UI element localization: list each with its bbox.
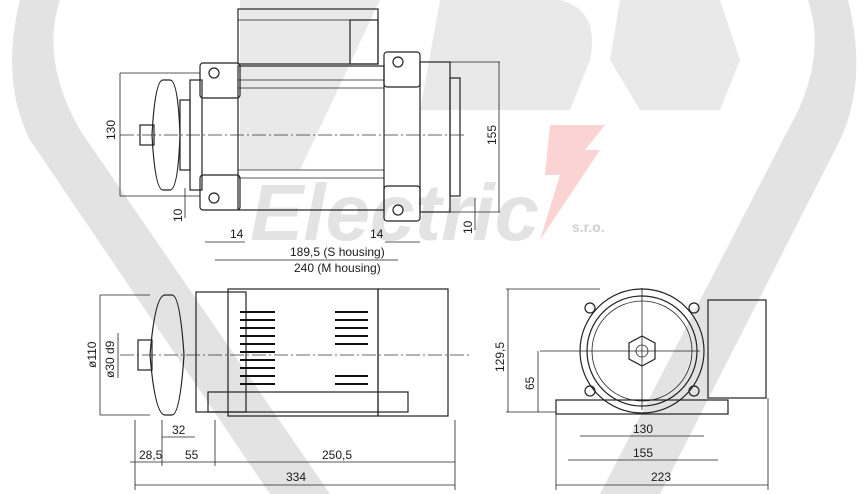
dim-segment-55: 55 — [185, 448, 199, 462]
dim-overall-length-334: 334 — [286, 470, 306, 484]
dim-segment-250-5: 250,5 — [322, 448, 352, 462]
dim-overall-width-223: 223 — [651, 470, 671, 484]
dim-foot-left-10: 10 — [171, 208, 185, 222]
end-view: 129,5 65 130 155 223 — [493, 288, 769, 490]
watermark-suffix: s.r.o. — [572, 219, 605, 235]
dim-hole-spacing-130: 130 — [633, 422, 653, 436]
dim-span-m-housing: 240 (M housing) — [294, 261, 381, 275]
dim-shaft-height-65: 65 — [523, 376, 537, 390]
dim-shaft-diameter: ø30 d9 — [103, 340, 117, 378]
side-view: ø110 ø30 d9 32 28,5 55 250,5 334 — [85, 288, 470, 490]
watermark-logo: Electric s.r.o. — [12, 0, 857, 494]
dim-height-155: 155 — [485, 125, 499, 145]
watermark-electric: Electric — [250, 168, 539, 257]
dim-pulley-diameter: ø110 — [85, 341, 99, 368]
dim-foot-spacing-155: 155 — [633, 446, 653, 460]
dim-foot-right-10: 10 — [461, 220, 475, 234]
dim-height-129-5: 129,5 — [493, 342, 507, 372]
dim-hole-right-14: 14 — [370, 227, 384, 241]
dim-pulley-hub-32: 32 — [172, 423, 186, 437]
dim-height-130: 130 — [104, 120, 118, 140]
top-view: 130 155 10 10 14 14 189,5 (S housing) 24… — [104, 8, 500, 275]
dim-span-s-housing: 189,5 (S housing) — [290, 245, 385, 259]
dim-segment-28-5: 28,5 — [139, 448, 163, 462]
lightning-bolt-icon — [540, 125, 605, 240]
dim-hole-left-14: 14 — [230, 227, 244, 241]
